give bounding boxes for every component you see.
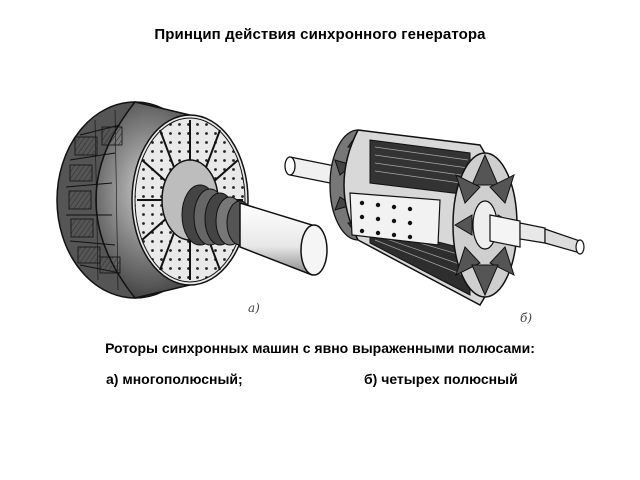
caption-item-b: б) четырех полюсный	[364, 371, 518, 387]
caption-item-a: а) многополюсный;	[106, 371, 243, 387]
multipole-rotor	[56, 101, 328, 299]
slide-title: Принцип действия синхронного генератора	[154, 26, 486, 43]
rotor-figure: а) б)	[40, 75, 610, 335]
figure-label-b: б)	[520, 311, 533, 325]
four-pole-rotor	[284, 129, 585, 306]
figure-label-a: а)	[248, 301, 260, 315]
figure-caption: Роторы синхронных машин с явно выраженны…	[105, 340, 535, 356]
rotor-drawings	[56, 101, 585, 306]
